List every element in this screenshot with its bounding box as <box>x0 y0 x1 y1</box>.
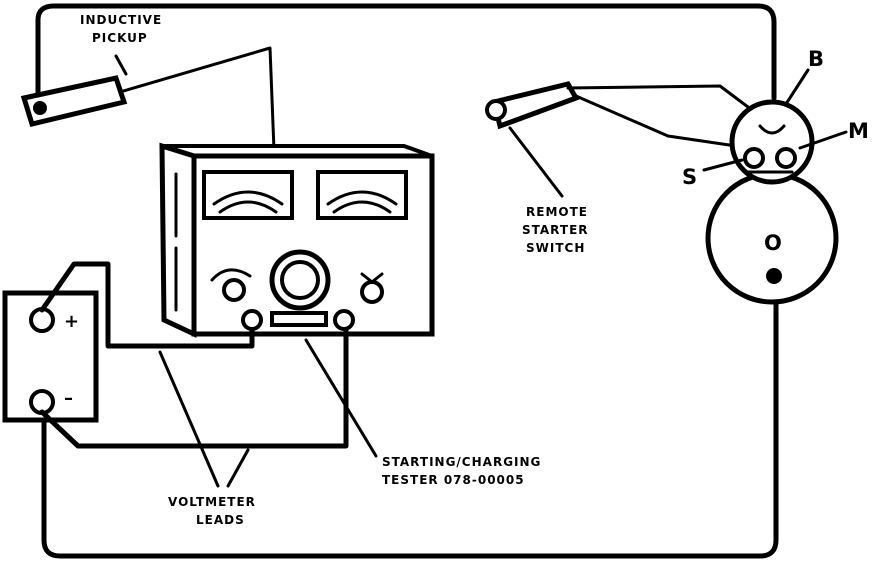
remote-switch-wire-1 <box>566 84 762 118</box>
pickup-body <box>20 75 128 127</box>
right-meter <box>316 170 408 220</box>
voltmeter-leads-pointer-right <box>226 448 250 488</box>
battery: + – <box>2 290 99 423</box>
starting-charging-label-line1: STARTING/CHARGING <box>382 455 541 469</box>
starter-motor-label: O <box>764 231 783 255</box>
motor-ground-post <box>766 268 782 284</box>
battery-positive-symbol: + <box>64 311 80 332</box>
terminal-m-pointer <box>798 130 848 150</box>
right-jack <box>333 309 355 331</box>
remote-starter-label-line2: STARTER <box>522 223 589 237</box>
terminal-b-stud <box>758 124 786 135</box>
terminal-s-label: S <box>682 165 698 189</box>
tester-side-face <box>159 142 197 338</box>
inductive-pickup: INDUCTIVE PICKUP <box>20 13 276 152</box>
remote-starter-label-line3: SWITCH <box>526 241 585 255</box>
remote-switch-pointer <box>508 126 564 198</box>
terminal-s-stud <box>743 147 765 169</box>
voltmeter-leads-label-line2: LEADS <box>196 513 245 527</box>
right-meter-scale <box>326 190 398 214</box>
voltmeter-lead-negative <box>39 327 349 449</box>
terminal-m-label: M <box>848 119 870 143</box>
left-meter <box>202 170 294 220</box>
battery-negative-symbol: – <box>64 388 74 409</box>
remote-starter-switch: REMOTE STARTER SWITCH <box>485 81 762 255</box>
ground-loop-wire <box>41 279 779 559</box>
voltmeter-leads-pointer-left <box>158 350 220 488</box>
pickup-jaw <box>33 101 47 115</box>
terminal-b-label: B <box>808 47 825 71</box>
right-knob-scale <box>360 272 384 284</box>
voltmeter-leads-label-line1: VOLTMETER <box>168 495 256 509</box>
remote-switch-body <box>490 81 580 130</box>
remote-switch-wire-2 <box>574 94 738 148</box>
pickup-loop-wire <box>35 3 777 125</box>
inductive-pickup-label-line2: PICKUP <box>92 31 148 45</box>
voltmeter-lead-positive <box>39 261 255 349</box>
starter-motor: B M S O <box>682 47 870 305</box>
pickup-cable <box>118 46 276 152</box>
center-dial-inner <box>280 260 320 300</box>
left-knob-scale <box>210 268 252 282</box>
remote-starter-label-line1: REMOTE <box>526 205 588 219</box>
left-jack <box>241 309 263 331</box>
terminal-s-pointer <box>702 158 744 172</box>
tester-label-pointer <box>304 338 378 458</box>
starter-solenoid <box>729 99 815 185</box>
starting-charging-label-line2: TESTER 078-00005 <box>382 473 525 487</box>
starting-charging-tester <box>159 142 435 338</box>
inductive-pickup-label-line1: INDUCTIVE <box>80 13 162 27</box>
terminal-b-pointer <box>784 68 810 106</box>
left-meter-scale <box>212 190 284 214</box>
tester-display-slot <box>270 311 328 327</box>
right-knob <box>360 280 384 304</box>
terminal-m-stud <box>775 147 797 169</box>
pickup-label-pointer <box>114 54 128 76</box>
remote-switch-button <box>485 99 507 121</box>
left-knob <box>222 278 246 302</box>
